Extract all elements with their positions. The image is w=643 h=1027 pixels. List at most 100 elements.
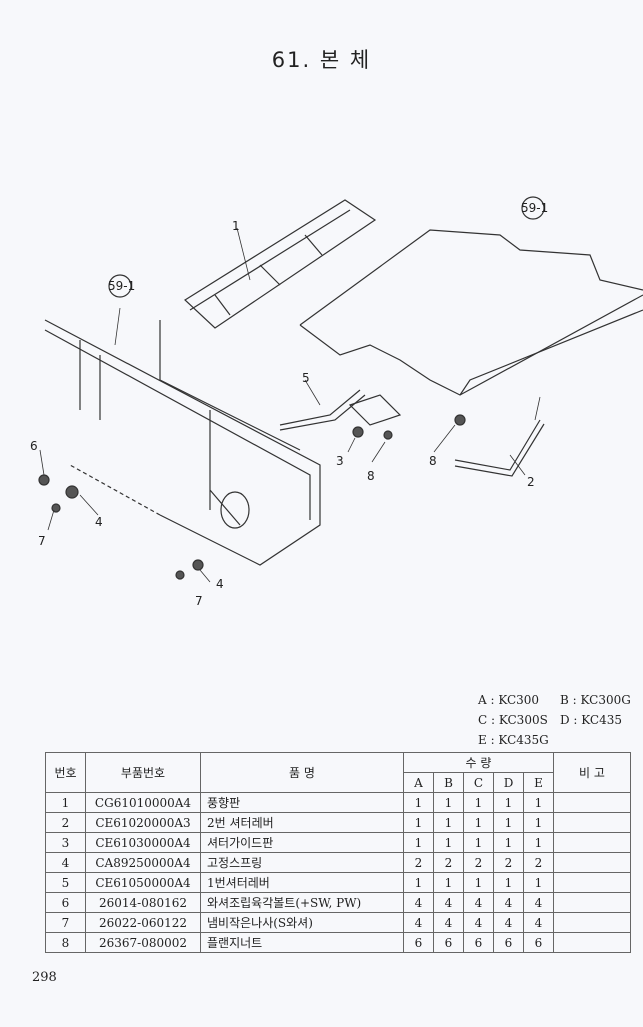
qty-cell: 4	[403, 892, 434, 913]
part-name: 고정스프링	[200, 852, 404, 873]
qty-cell: 1	[433, 792, 464, 813]
qty-cell: 2	[433, 852, 464, 873]
deflector-plate-part	[184, 199, 377, 329]
page-number: 298	[32, 970, 57, 985]
qty-cell: 1	[493, 872, 524, 893]
qty-cell: 1	[493, 812, 524, 833]
remark-cell	[553, 872, 631, 893]
part-number: CE61050000A4	[85, 872, 201, 893]
callout-4b: 4	[216, 577, 224, 591]
callout-3: 3	[336, 454, 344, 468]
qty-cell: 4	[463, 912, 494, 933]
qty-cell: 1	[463, 812, 494, 833]
qty-cell: 6	[523, 932, 554, 953]
row-no: 8	[45, 932, 86, 953]
header-part-no: 부품번호	[85, 752, 201, 793]
shutter-levers	[279, 389, 545, 477]
callout-1: 1	[232, 219, 240, 233]
qty-cell: 2	[463, 852, 494, 873]
part-name: 셔터가이드판	[200, 832, 404, 853]
qty-cell: 4	[433, 912, 464, 933]
remark-cell	[553, 892, 631, 913]
remark-cell	[553, 852, 631, 873]
qty-cell: 6	[463, 932, 494, 953]
callout-7b: 7	[195, 594, 203, 608]
qty-cell: 1	[493, 832, 524, 853]
exploded-parts-diagram: 1 2 3 4 4 5 6 7 7 8 8 59-1 59-1	[30, 196, 643, 608]
qty-cell: 4	[433, 892, 464, 913]
callout-7: 7	[38, 534, 46, 548]
qty-cell: 4	[523, 892, 554, 913]
legend-a: A : KC300	[478, 693, 540, 707]
remark-cell	[553, 792, 631, 813]
header-model-e: E	[523, 772, 554, 793]
qty-cell: 6	[433, 932, 464, 953]
part-number: CE61020000A3	[85, 812, 201, 833]
part-name: 풍향판	[200, 792, 404, 813]
callout-8b: 8	[429, 454, 437, 468]
part-number: 26014-080162	[85, 892, 201, 913]
qty-cell: 1	[523, 832, 554, 853]
left-body-part	[44, 319, 321, 566]
page-title: 61. 본 체	[271, 48, 372, 72]
row-no: 7	[45, 912, 86, 933]
qty-cell: 4	[463, 892, 494, 913]
qty-cell: 1	[433, 872, 464, 893]
remark-cell	[553, 932, 631, 953]
qty-cell: 4	[523, 912, 554, 933]
legend-e: E : KC435G	[478, 733, 549, 747]
row-no: 1	[45, 792, 86, 813]
header-model-c: C	[463, 772, 494, 793]
header-no: 번호	[45, 752, 86, 793]
qty-cell: 1	[433, 812, 464, 833]
header-qty: 수 량	[403, 752, 554, 773]
row-no: 5	[45, 872, 86, 893]
callout-8: 8	[367, 469, 375, 483]
part-number: 26367-080002	[85, 932, 201, 953]
callout-4: 4	[95, 515, 103, 529]
remark-cell	[553, 832, 631, 853]
qty-cell: 1	[523, 812, 554, 833]
qty-cell: 6	[493, 932, 524, 953]
remark-cell	[553, 912, 631, 933]
qty-cell: 6	[403, 932, 434, 953]
legend-d: D : KC435	[560, 713, 623, 727]
qty-cell: 4	[403, 912, 434, 933]
legend-b: B : KC300G	[560, 693, 631, 707]
header-model-d: D	[493, 772, 524, 793]
qty-cell: 1	[523, 872, 554, 893]
qty-cell: 4	[493, 892, 524, 913]
ref-label-right: 59-1	[521, 201, 548, 215]
part-number: 26022-060122	[85, 912, 201, 933]
part-number: CA89250000A4	[85, 852, 201, 873]
qty-cell: 1	[463, 792, 494, 813]
qty-cell: 1	[463, 832, 494, 853]
fasteners	[38, 414, 466, 580]
qty-cell: 2	[403, 852, 434, 873]
part-name: 1번셔터레버	[200, 872, 404, 893]
qty-cell: 2	[523, 852, 554, 873]
part-number: CG61010000A4	[85, 792, 201, 813]
qty-cell: 1	[403, 812, 434, 833]
right-body-part	[299, 229, 643, 396]
callout-6: 6	[30, 439, 38, 453]
header-remark: 비 고	[553, 752, 631, 793]
qty-cell: 1	[403, 872, 434, 893]
qty-cell: 1	[433, 832, 464, 853]
qty-cell: 1	[403, 832, 434, 853]
remark-cell	[553, 812, 631, 833]
part-number: CE61030000A4	[85, 832, 201, 853]
header-name: 품 명	[200, 752, 404, 793]
row-no: 2	[45, 812, 86, 833]
qty-cell: 2	[493, 852, 524, 873]
qty-cell: 1	[523, 792, 554, 813]
